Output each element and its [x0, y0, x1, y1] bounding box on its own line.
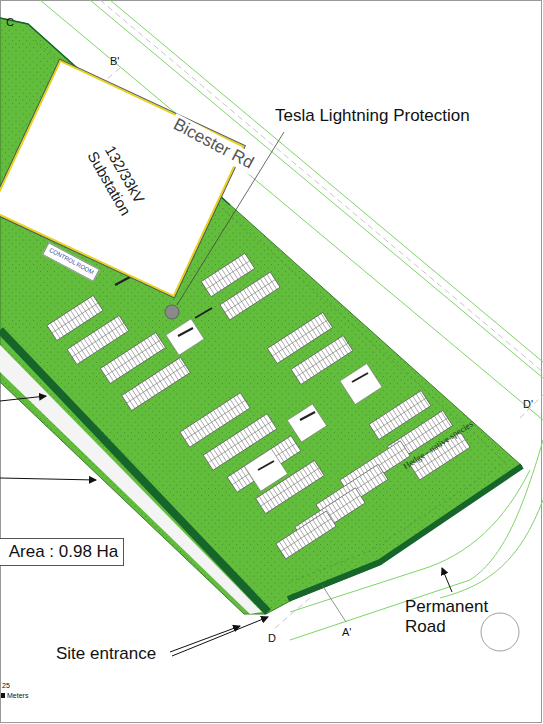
section-letter: C	[6, 16, 14, 29]
scale-unit: Meters	[7, 692, 28, 700]
area-box: Area : 0.98 Ha	[0, 538, 124, 566]
battery-block	[291, 336, 353, 385]
battery-block	[276, 511, 336, 559]
road-label: Permanent Road	[405, 597, 501, 636]
callout-label: Site entrance	[56, 644, 156, 664]
callout-label: Tesla Lightning Protection	[275, 106, 470, 126]
battery-block	[122, 357, 191, 410]
battery-block	[220, 272, 280, 320]
section-letter: A'	[342, 626, 351, 639]
section-letter: B'	[110, 55, 119, 68]
section-letter: D'	[523, 398, 533, 411]
section-letter: D	[268, 632, 276, 645]
node-text: Area : 0.98 Ha	[9, 542, 119, 562]
node-text: 132/33kV Substation	[79, 131, 154, 225]
scale-number: 25	[2, 682, 10, 690]
